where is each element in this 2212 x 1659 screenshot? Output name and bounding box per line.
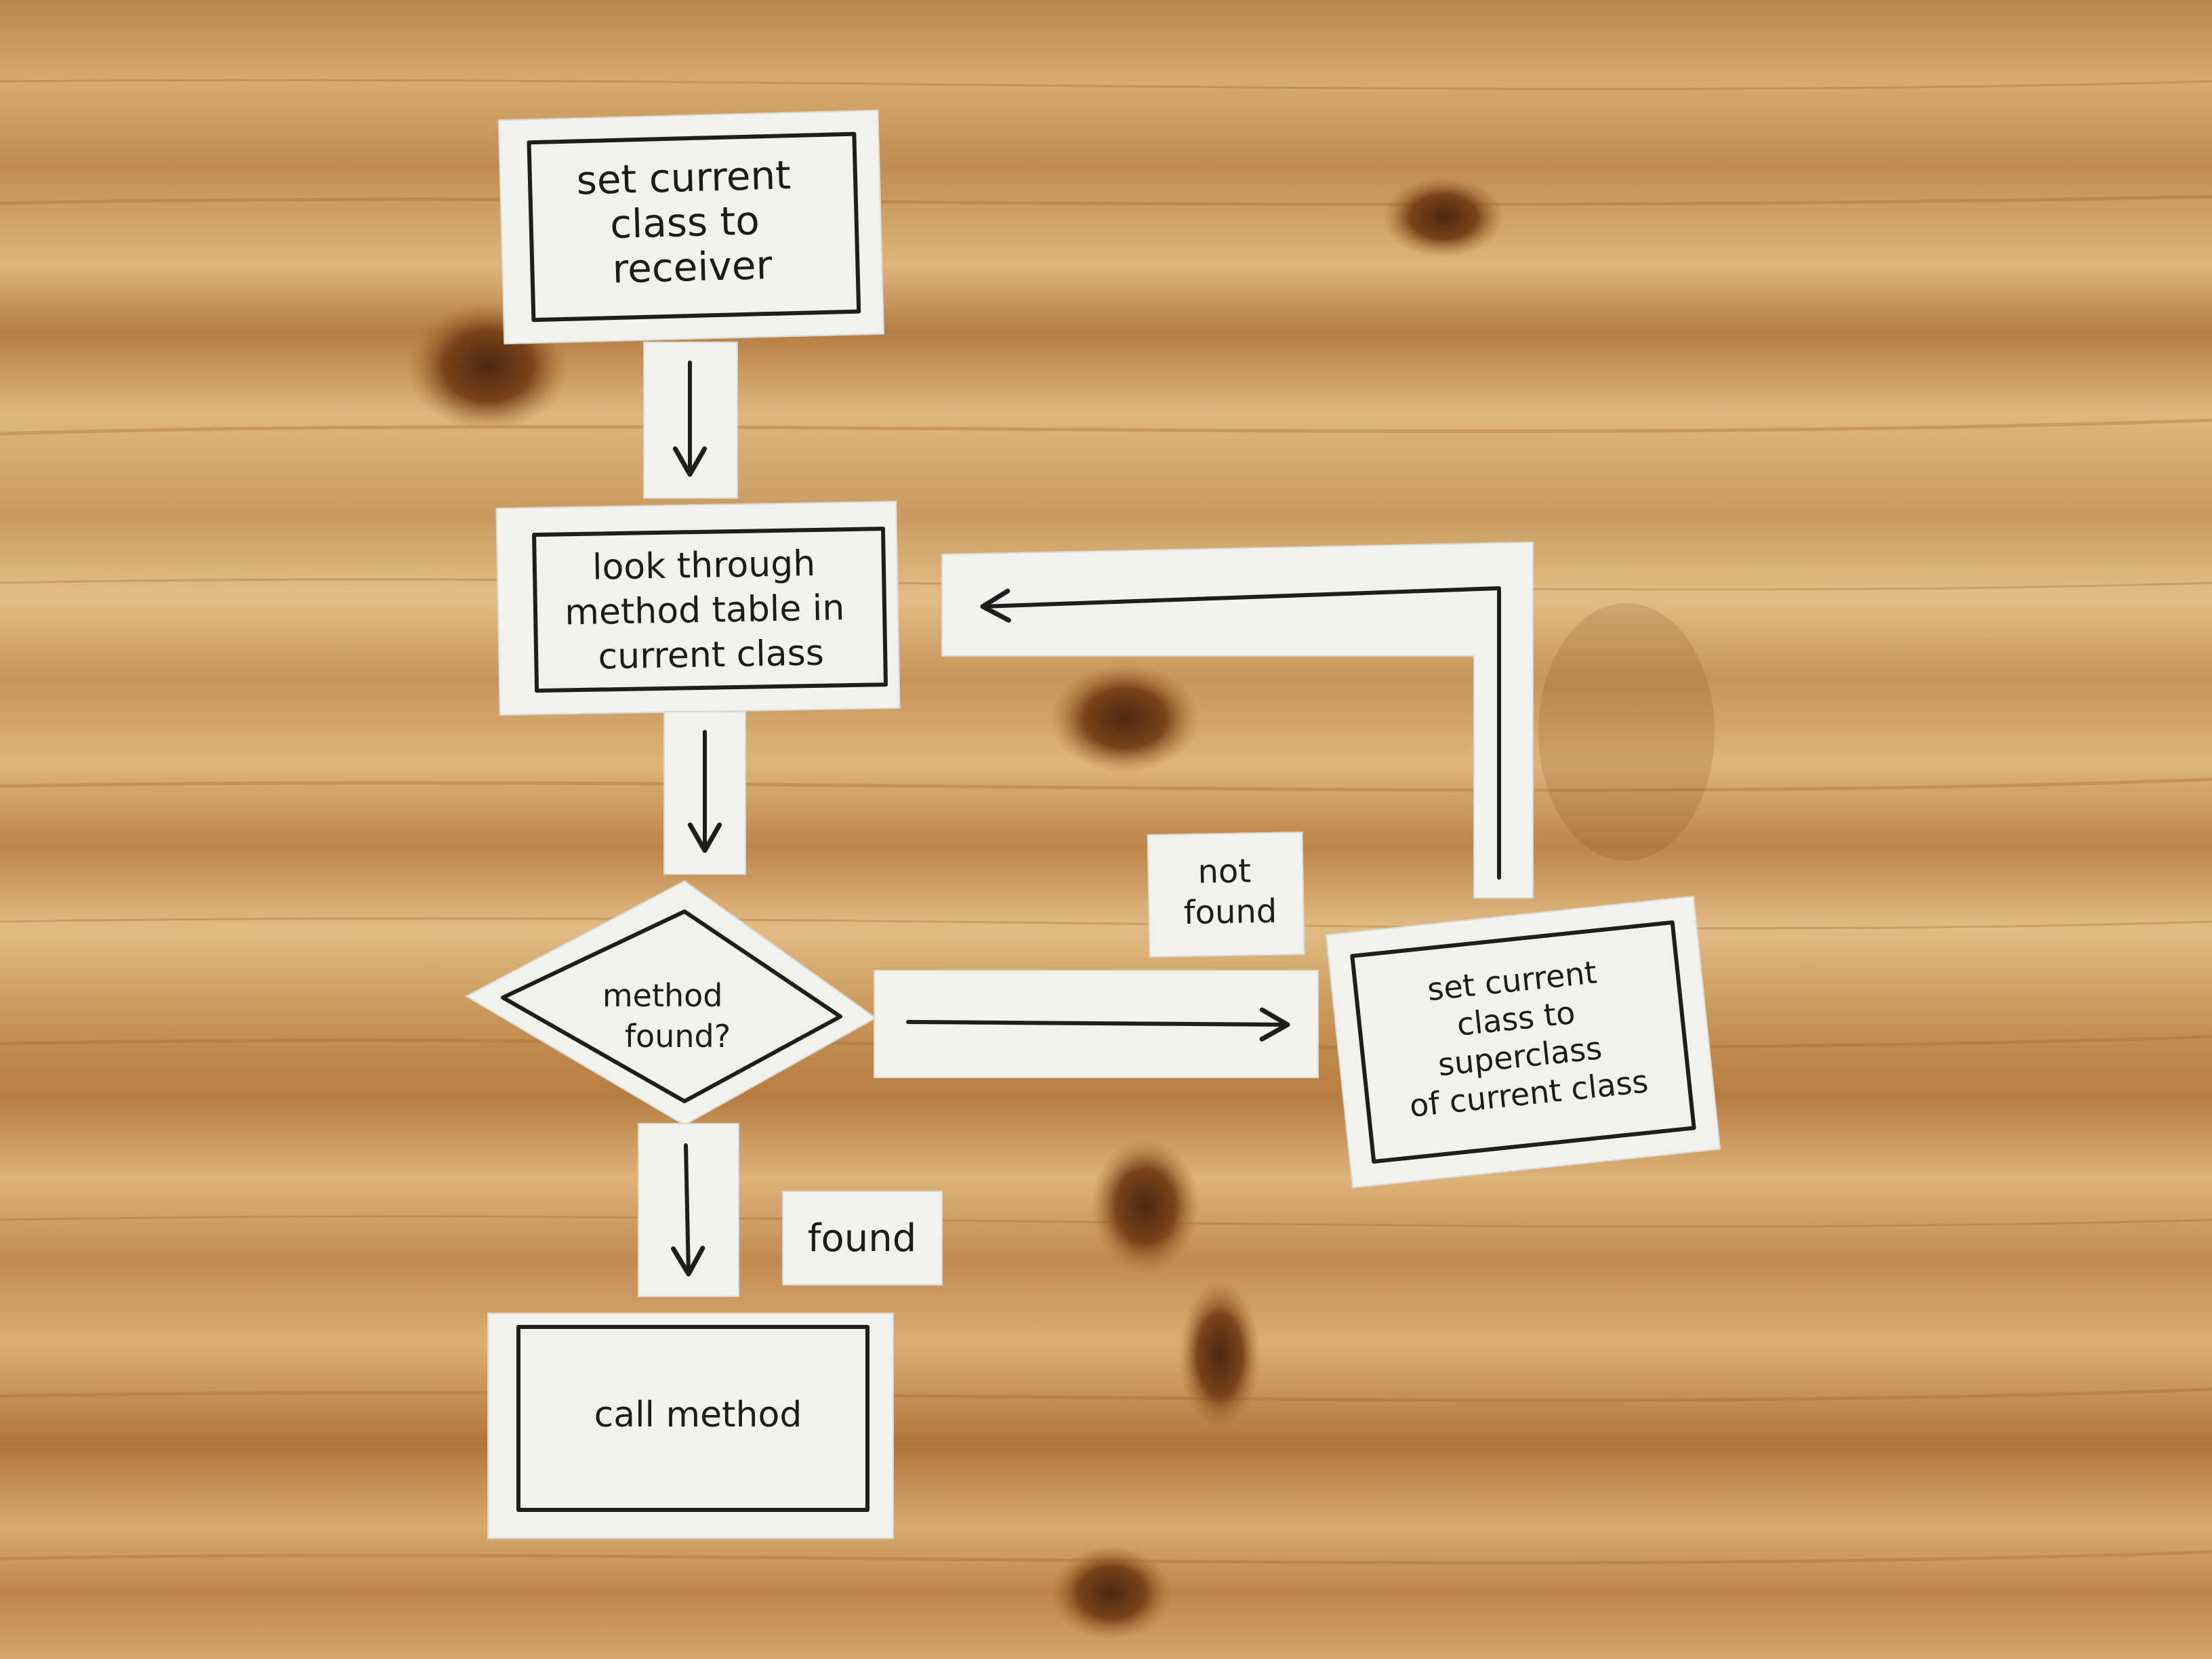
not-found-line-1: not <box>1197 852 1252 890</box>
not-found-line-2: found <box>1183 893 1277 932</box>
found-label: found <box>782 1191 943 1286</box>
start-card: set current class to receiver <box>497 109 885 345</box>
arrow-strip-decision-to-call <box>638 1123 739 1297</box>
wood-knot <box>1179 1281 1261 1430</box>
not-found-label: not found <box>1147 832 1305 958</box>
wood-knot <box>1050 664 1200 773</box>
svg-text:look through method tabl: look through method table in current cla… <box>564 543 857 678</box>
lookup-line-3: current class <box>598 633 824 678</box>
start-line-1: set current <box>576 152 792 203</box>
arrow-strip-decision-to-superclass <box>874 970 1319 1078</box>
lookup-line-2: method table in <box>565 588 845 633</box>
arrow-strip-lookup-to-decision <box>663 711 746 875</box>
wood-knot <box>1091 1139 1200 1274</box>
superclass-card: set current class to superclass of curre… <box>1325 895 1721 1189</box>
call-method-card: call method <box>487 1313 894 1539</box>
decision-diamond: method found? <box>464 880 877 1126</box>
wood-knot <box>1382 176 1504 258</box>
found-label-text: found <box>808 1216 917 1261</box>
svg-text:not found: not found <box>1183 852 1277 932</box>
call-method-text: call method <box>594 1395 802 1435</box>
decision-line-2: found? <box>625 1018 731 1054</box>
water-stain <box>1538 603 1715 861</box>
start-line-2: class to <box>609 197 760 247</box>
decision-line-1: method <box>602 977 723 1014</box>
wood-knot <box>1050 1545 1172 1640</box>
start-line-3: receiver <box>612 242 773 292</box>
svg-text:method found?: method found? <box>602 977 733 1054</box>
arrow-strip-start-to-lookup <box>643 342 738 499</box>
lookup-card: look through method table in current cla… <box>495 500 901 716</box>
svg-text:set current class to: set current class to receiver <box>576 152 806 293</box>
loop-back-arrow <box>941 541 1534 899</box>
lookup-line-1: look through <box>592 544 816 588</box>
